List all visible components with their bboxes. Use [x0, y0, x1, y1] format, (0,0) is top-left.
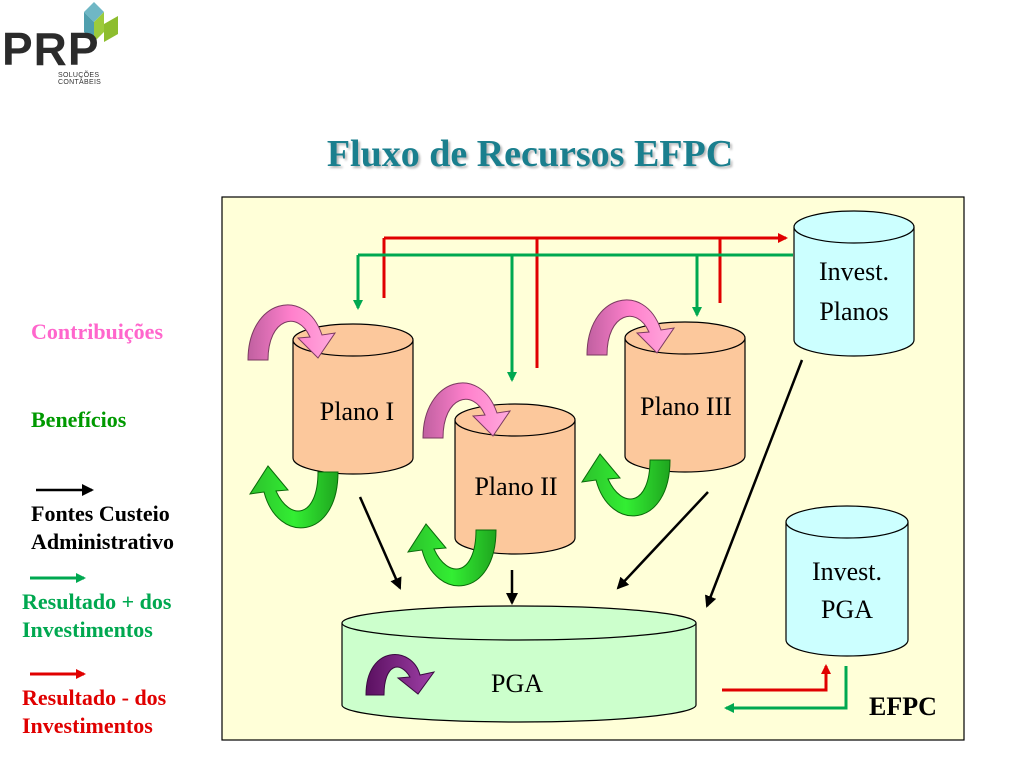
benefit-arrow-icon	[580, 453, 671, 517]
legend-beneficios: Benefícios	[31, 407, 127, 432]
legend-resultado-pos-line2: Investimentos	[22, 616, 153, 642]
plano-2-cylinder: Plano II	[454, 403, 576, 555]
contribution-arrow-icon	[247, 304, 337, 361]
invest-planos-label-2: Planos	[819, 297, 888, 326]
legend-resultado-pos-line1: Resultado + dos	[22, 589, 172, 614]
positive-result-flow	[353, 253, 793, 382]
pga-cylinder: PGA	[341, 605, 697, 723]
pga-cycle-arrow-icon	[365, 654, 436, 696]
invest-pga-cylinder: Invest. PGA	[785, 505, 909, 657]
invest-pga-label-1: Invest.	[812, 557, 882, 586]
pga-negative-result-arrow	[722, 664, 831, 692]
legend-resultado-negativo: Resultado - dos Investimentos	[22, 684, 166, 739]
plano-2-label: Plano II	[474, 472, 557, 501]
logo-subtitle: SOLUÇÕES CONTÁBEIS	[58, 72, 102, 86]
pga-label: PGA	[491, 669, 543, 698]
logo-text: PRP	[2, 23, 100, 75]
legend-resultado-positivo: Resultado + dos Investimentos	[22, 588, 171, 643]
plano-1-label: Plano I	[320, 397, 394, 426]
plano-3-label: Plano III	[640, 392, 732, 421]
contribution-arrow-icon	[586, 299, 676, 356]
legend-fontes-line2: Administrativo	[31, 528, 174, 554]
invest-planos-label-1: Invest.	[819, 257, 889, 286]
page-title: Fluxo de Recursos EFPC	[326, 133, 734, 175]
efpc-label: EFPC	[869, 692, 937, 721]
pga-positive-result-arrow	[724, 666, 848, 713]
legend-fontes-custeio: Fontes Custeio Administrativo	[31, 500, 174, 555]
legend-resultado-neg-line2: Investimentos	[22, 712, 153, 738]
contribution-arrow-icon	[422, 382, 512, 439]
plano-3-cylinder: Plano III	[624, 321, 746, 473]
logo-mark-icon	[84, 2, 118, 42]
invest-planos-cylinder: Invest. Planos	[793, 210, 915, 357]
benefit-arrow-icon	[248, 465, 339, 529]
legend-resultado-neg-line1: Resultado - dos	[22, 685, 167, 710]
benefit-arrow-icon	[406, 523, 497, 587]
invest-pga-label-2: PGA	[821, 595, 873, 624]
negative-result-flow	[382, 233, 788, 368]
admin-funding-arrows	[358, 359, 804, 608]
legend-contribuicoes: Contribuições	[31, 319, 163, 344]
legend-fontes-line1: Fontes Custeio	[31, 501, 170, 526]
prp-logo: PRP SOLUÇÕES CONTÁBEIS	[0, 0, 140, 90]
